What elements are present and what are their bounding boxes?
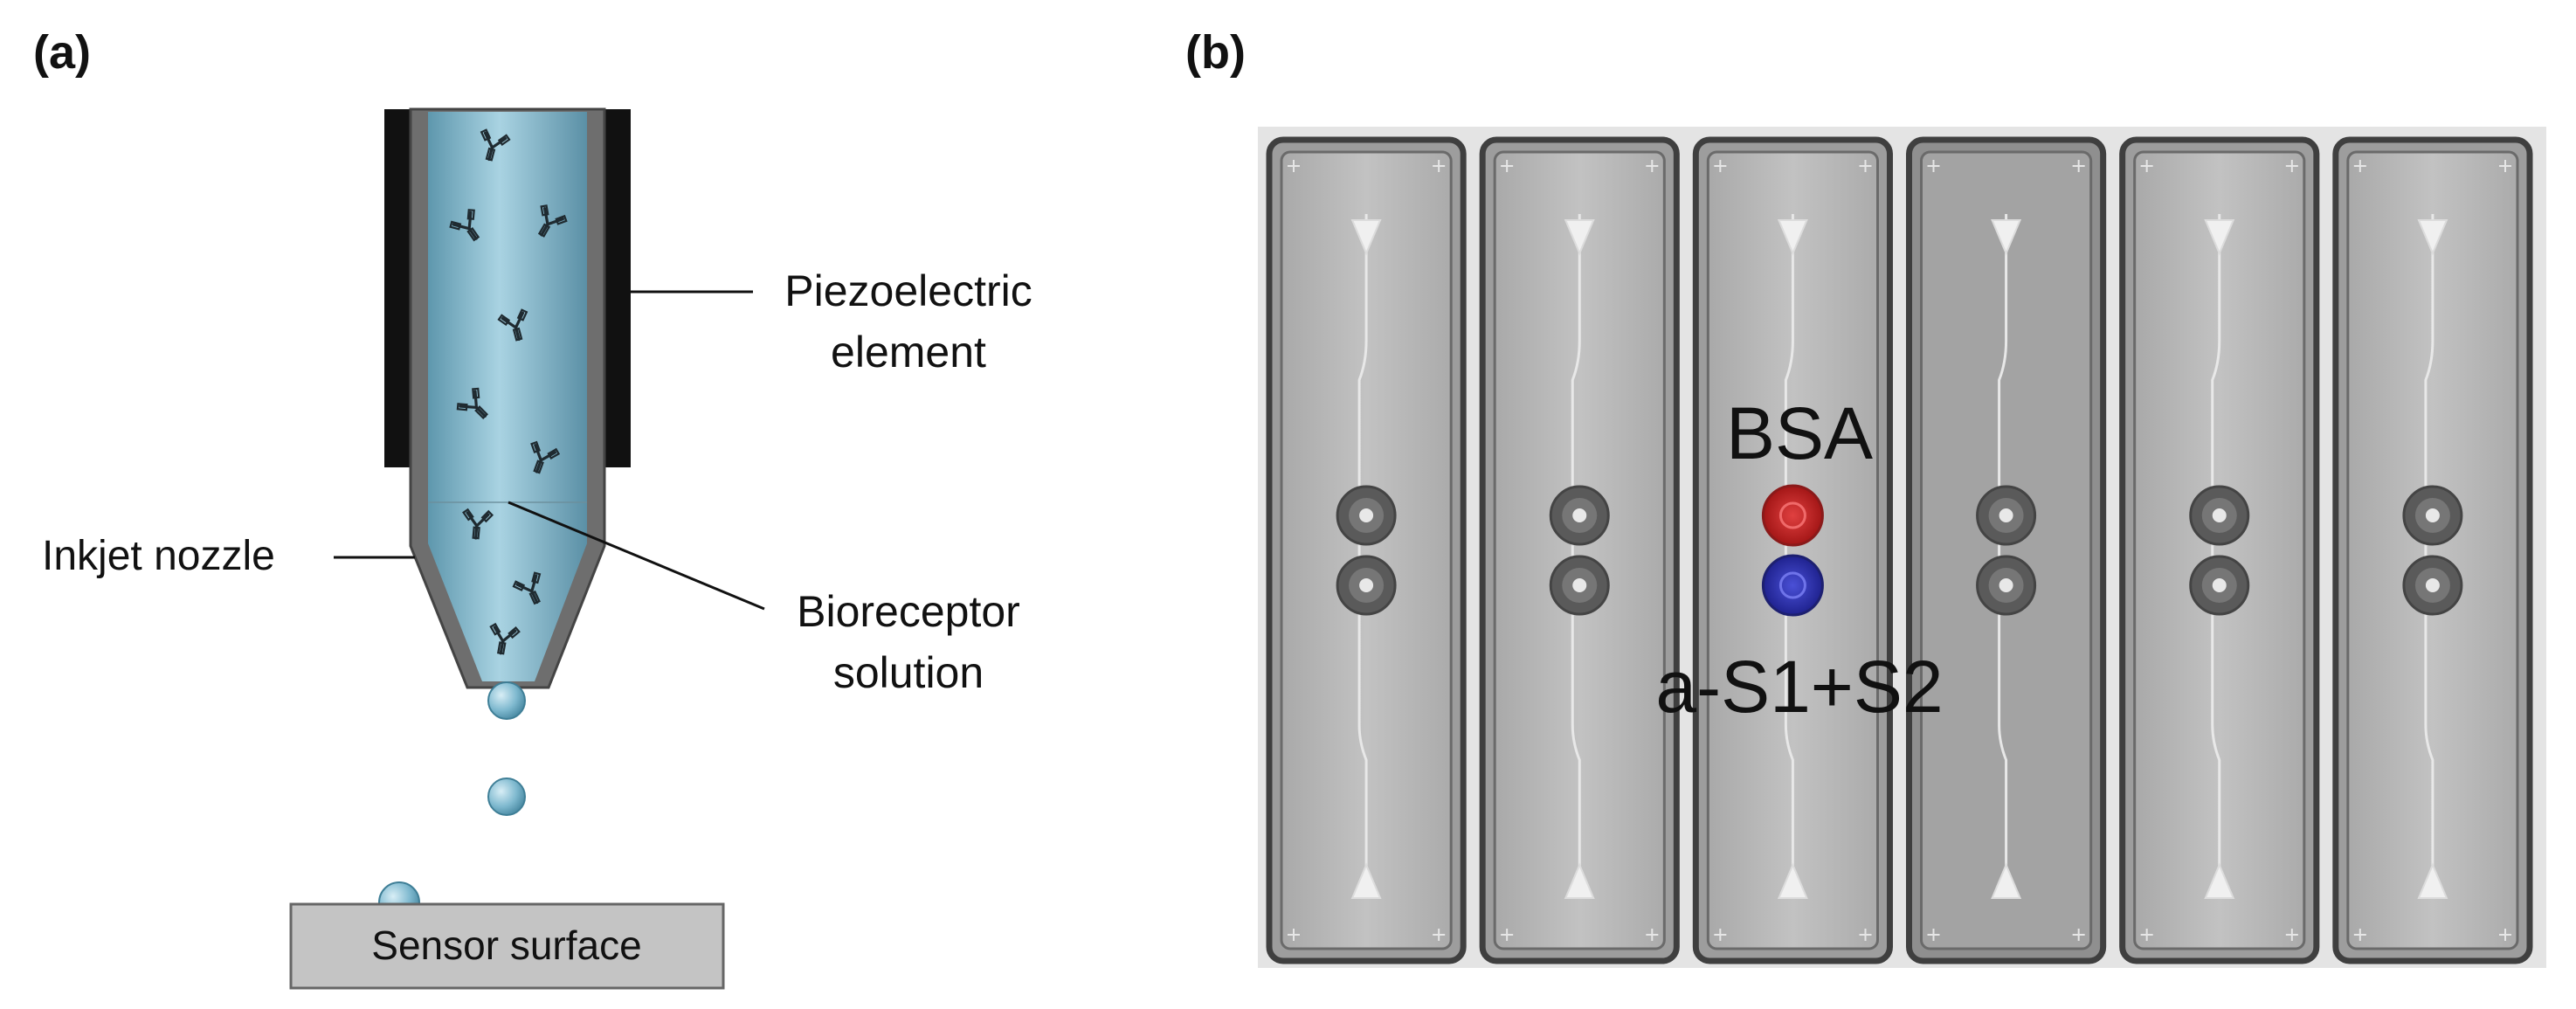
sensor-chip	[1479, 136, 1680, 964]
grating-coupler	[1991, 862, 2022, 899]
sensor-chip	[1906, 136, 2107, 964]
alignment-mark	[1714, 160, 1727, 172]
alignment-mark	[2072, 160, 2085, 172]
sensor-surface-label: Sensor surface	[371, 923, 641, 968]
grating-coupler	[1350, 219, 1382, 256]
alignment-mark	[1433, 160, 1446, 172]
grating-coupler	[1777, 219, 1808, 256]
a-s1-s2-label: a-S1+S2	[1655, 646, 1943, 728]
grating-coupler	[2417, 219, 2448, 256]
bioreceptor-label-line2: solution	[833, 648, 984, 697]
waveguide-trace	[1357, 214, 1368, 891]
sensor-surface	[289, 902, 725, 990]
waveguide-trace	[1998, 214, 2008, 891]
alignment-mark	[2499, 160, 2511, 172]
alignment-mark	[1859, 929, 1872, 941]
alignment-mark	[2072, 929, 2085, 941]
panel-a: (a) Sensor s	[33, 26, 1032, 990]
panel-a-label: (a)	[33, 26, 91, 79]
a-s1-s2-spot	[1761, 554, 1824, 617]
bioreceptor-label-line1: Bioreceptor	[797, 587, 1020, 636]
alignment-mark	[1859, 160, 1872, 172]
sensor-chip	[1266, 136, 1467, 964]
waveguide-trace	[2424, 214, 2434, 891]
alignment-mark	[2285, 929, 2298, 941]
grating-coupler	[2204, 862, 2235, 899]
alignment-mark	[1501, 160, 1514, 172]
grating-coupler	[1564, 219, 1595, 256]
waveguide-trace	[1784, 214, 1794, 891]
alignment-mark	[1646, 929, 1659, 941]
waveguide-trace	[1571, 214, 1581, 891]
bsa-spot	[1761, 484, 1824, 547]
droplet	[487, 681, 526, 720]
alignment-mark	[1433, 929, 1446, 941]
sensor-chips	[1266, 136, 2533, 964]
alignment-mark	[1927, 929, 1940, 941]
inkjet-nozzle-label: Inkjet nozzle	[42, 533, 275, 579]
grating-coupler	[1991, 219, 2022, 256]
grating-coupler	[2204, 219, 2235, 256]
grating-coupler	[1564, 862, 1595, 899]
alignment-mark	[2353, 160, 2366, 172]
piezoelectric-label-line2: element	[831, 328, 986, 377]
micrograph-background	[1258, 127, 2546, 968]
panel-b: (b) BSA a-S1+S2	[1185, 26, 2546, 968]
alignment-mark	[1288, 929, 1300, 941]
alignment-mark	[2140, 929, 2153, 941]
alignment-mark	[1501, 929, 1514, 941]
alignment-mark	[1714, 929, 1727, 941]
alignment-mark	[1646, 160, 1659, 172]
bioreceptor-solution	[428, 112, 587, 681]
droplets	[378, 681, 526, 923]
alignment-mark	[2140, 160, 2153, 172]
grating-coupler	[2417, 862, 2448, 899]
alignment-mark	[1288, 160, 1300, 172]
alignment-mark	[2285, 160, 2298, 172]
panel-b-label: (b)	[1185, 26, 1246, 79]
sensor-chip	[1692, 136, 1894, 964]
bsa-label: BSA	[1726, 392, 1873, 474]
leader-lines	[334, 290, 765, 611]
grating-coupler	[1350, 862, 1382, 899]
waveguide-trace	[2211, 214, 2221, 891]
alignment-mark	[2353, 929, 2366, 941]
sensor-chip	[2119, 136, 2320, 964]
piezoelectric-label-line1: Piezoelectric	[784, 266, 1032, 315]
sensor-chip	[2332, 136, 2533, 964]
grating-coupler	[1777, 862, 1808, 899]
alignment-mark	[1927, 160, 1940, 172]
alignment-mark	[2499, 929, 2511, 941]
droplet	[487, 777, 526, 816]
